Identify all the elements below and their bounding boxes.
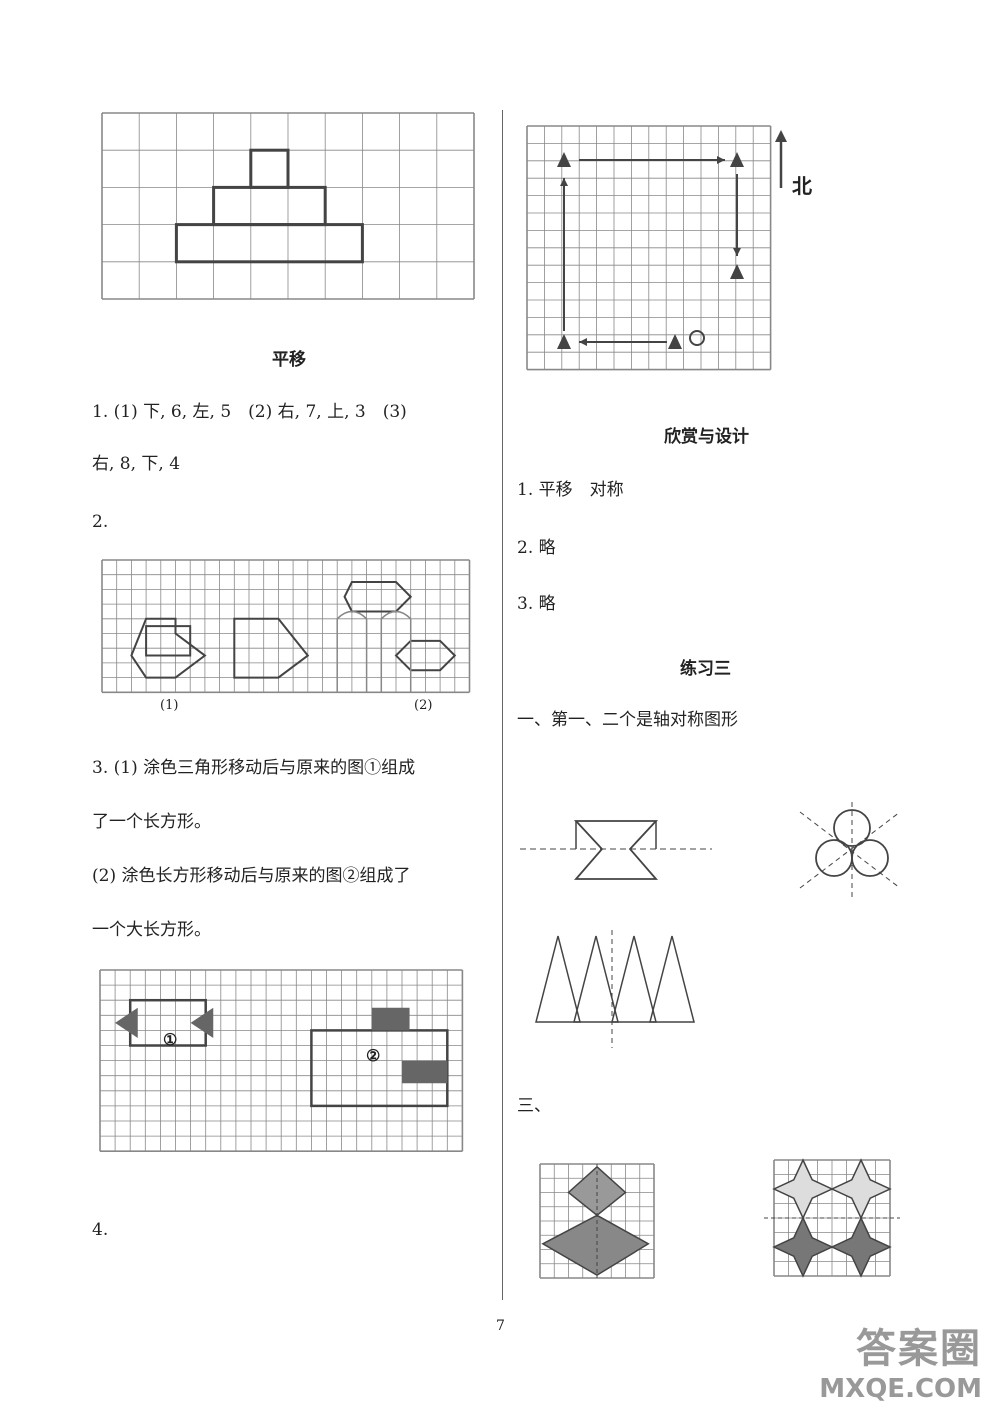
- q2-label: 2.: [92, 512, 109, 532]
- tri-mid-right: [730, 264, 744, 279]
- q4-label: 4.: [92, 1220, 109, 1240]
- axis-diag-2: [799, 811, 901, 889]
- shaded-rect-right: [402, 1060, 448, 1084]
- north-arrow-head: [775, 130, 787, 142]
- s2-label-3: 三、: [517, 1096, 551, 1116]
- circle-right: [851, 839, 889, 877]
- q2-shape-b: [233, 617, 310, 679]
- q3-grid-figure: [99, 969, 464, 1152]
- shaded-rect-top: [371, 1007, 410, 1031]
- symmetric-triangles-figure: [535, 930, 695, 1048]
- q2-mark-2: (2): [414, 698, 433, 713]
- q2-grid-figure: [101, 559, 471, 694]
- s2-answer-line1: 一、第一、二个是轴对称图形: [517, 710, 738, 730]
- watermark: 答案圈 MXQE.COM: [819, 1316, 982, 1404]
- path-arrow-west-head: [579, 338, 587, 346]
- q1-answer-line1: 1. (1) 下, 6, 左, 5 (2) 右, 7, 上, 3 (3): [92, 402, 407, 422]
- translation-grid-figure: [101, 112, 475, 300]
- north-arrow-icon: [775, 130, 787, 188]
- bottom-rect: [174, 223, 364, 264]
- q2-shape-c: [343, 581, 413, 613]
- shaded-triangle-right: [190, 1007, 214, 1038]
- q3-answer-line3: (2) 涂色长方形移动后与原来的图②组成了: [92, 866, 411, 886]
- north-label: 北: [792, 174, 812, 198]
- section-title-appreciate-design: 欣赏与设计: [664, 427, 749, 447]
- triangle-1: [535, 935, 581, 1023]
- path-arrow-east-head: [717, 156, 725, 164]
- middle-rect: [212, 185, 327, 227]
- column-divider: [502, 110, 503, 1300]
- star-top-right: [830, 1158, 892, 1220]
- q3-answer-line1: 3. (1) 涂色三角形移动后与原来的图①组成: [92, 758, 416, 778]
- axis-diag-1: [799, 811, 901, 889]
- q3-mark-1: ①: [163, 1030, 178, 1049]
- star-top-left: [772, 1158, 834, 1220]
- path-arrow-south-head: [733, 248, 741, 256]
- star-bottom-right: [830, 1216, 892, 1278]
- q2-arc-1: [336, 610, 368, 693]
- symmetric-circles-figure: [799, 802, 901, 898]
- star-grid-figure: [764, 1158, 900, 1278]
- tri-bottom-left: [557, 334, 571, 349]
- triangle-2: [573, 935, 619, 1023]
- kite-bottom: [541, 1214, 650, 1277]
- q1-answer-line2: 右, 8, 下, 4: [92, 454, 181, 474]
- kite-grid-figure: [539, 1163, 655, 1279]
- person-icon: [689, 330, 705, 346]
- tri-top-left: [557, 152, 571, 167]
- q2-mark-1: (1): [160, 698, 179, 713]
- s1-answer-line2: 2. 略: [517, 538, 556, 558]
- triangle-3: [611, 935, 657, 1023]
- watermark-line1: 答案圈: [856, 1326, 982, 1372]
- top-square: [249, 148, 290, 189]
- s1-answer-line1: 1. 平移 对称: [517, 480, 624, 500]
- shaded-triangle-left: [115, 1007, 138, 1038]
- q2-shape-d: [394, 639, 457, 672]
- q3-mark-2: ②: [366, 1046, 381, 1065]
- q2-arc-2: [380, 610, 412, 693]
- circle-top: [833, 809, 871, 847]
- circle-left: [815, 839, 853, 877]
- q2-shape-a-inner: [145, 625, 192, 657]
- section-title-practice-3: 练习三: [680, 659, 731, 679]
- q3-answer-line2: 了一个长方形。: [92, 812, 211, 832]
- page-number: 7: [496, 1318, 505, 1334]
- caption-translation: 平移: [272, 350, 306, 370]
- symmetric-bowtie-figure: [520, 820, 712, 880]
- q3-answer-line4: 一个大长方形。: [92, 920, 211, 940]
- path-arrow-north-head: [560, 178, 568, 186]
- tri-top-right: [730, 152, 744, 167]
- bowtie-outline: [573, 820, 659, 880]
- triangle-4: [649, 935, 695, 1023]
- star-bottom-left: [772, 1216, 834, 1278]
- q2-shape-a: [130, 617, 207, 679]
- map-grid-figure: [526, 125, 772, 371]
- watermark-line2: MXQE.COM: [819, 1374, 982, 1404]
- s1-answer-line3: 3. 略: [517, 594, 556, 614]
- tri-bottom-mid: [668, 334, 682, 349]
